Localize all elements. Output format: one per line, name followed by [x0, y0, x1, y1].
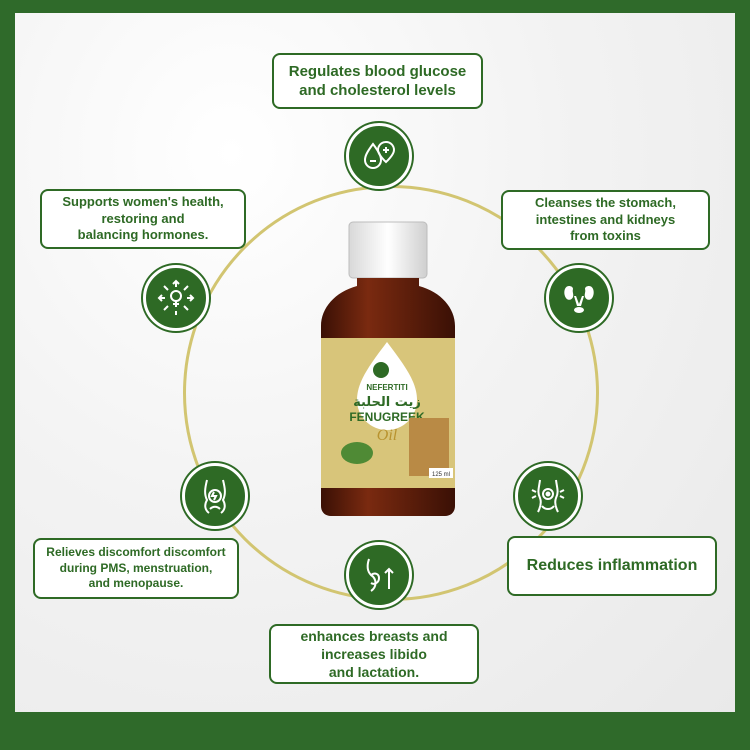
waist-inflammation-icon	[531, 479, 565, 513]
badge-upper-right	[546, 265, 612, 331]
product-subtitle-label: Oil	[377, 427, 398, 444]
volume-label: 125 ml	[432, 472, 450, 478]
benefit-box-lower-right: Reduces inflammation	[507, 536, 717, 596]
badge-upper-left	[143, 265, 209, 331]
kidney-icon	[564, 286, 594, 313]
benefit-box-upper-right: Cleanses the stomach, intestines and kid…	[501, 190, 710, 250]
drop-plus-minus-icon	[363, 140, 396, 169]
benefit-box-top: Regulates blood glucose and cholesterol …	[272, 53, 483, 109]
abdomen-pain-icon	[204, 479, 226, 514]
badge-lower-right	[515, 463, 581, 529]
brand-label: NEFERTITI	[366, 383, 407, 392]
badge-top	[346, 123, 412, 189]
infographic-canvas: Regulates blood glucose and cholesterol …	[15, 13, 735, 712]
hormone-arrows-icon	[157, 279, 195, 315]
arabic-name-label: زيت الحلبة	[353, 395, 421, 410]
benefit-box-upper-left: Supports women's health, restoring and b…	[40, 189, 246, 249]
benefit-box-bottom: enhances breasts and increases libido an…	[269, 624, 479, 684]
product-name-label: FENUGREEK	[349, 410, 425, 424]
badge-bottom	[346, 542, 412, 608]
breast-arrow-icon	[366, 558, 394, 592]
benefit-box-lower-left: Relieves discomfort discomfort during PM…	[33, 538, 239, 599]
badge-lower-left	[182, 463, 248, 529]
product-bottle: NEFERTITI زيت الحلبة FENUGREEK Oil 125 m…	[321, 221, 455, 516]
